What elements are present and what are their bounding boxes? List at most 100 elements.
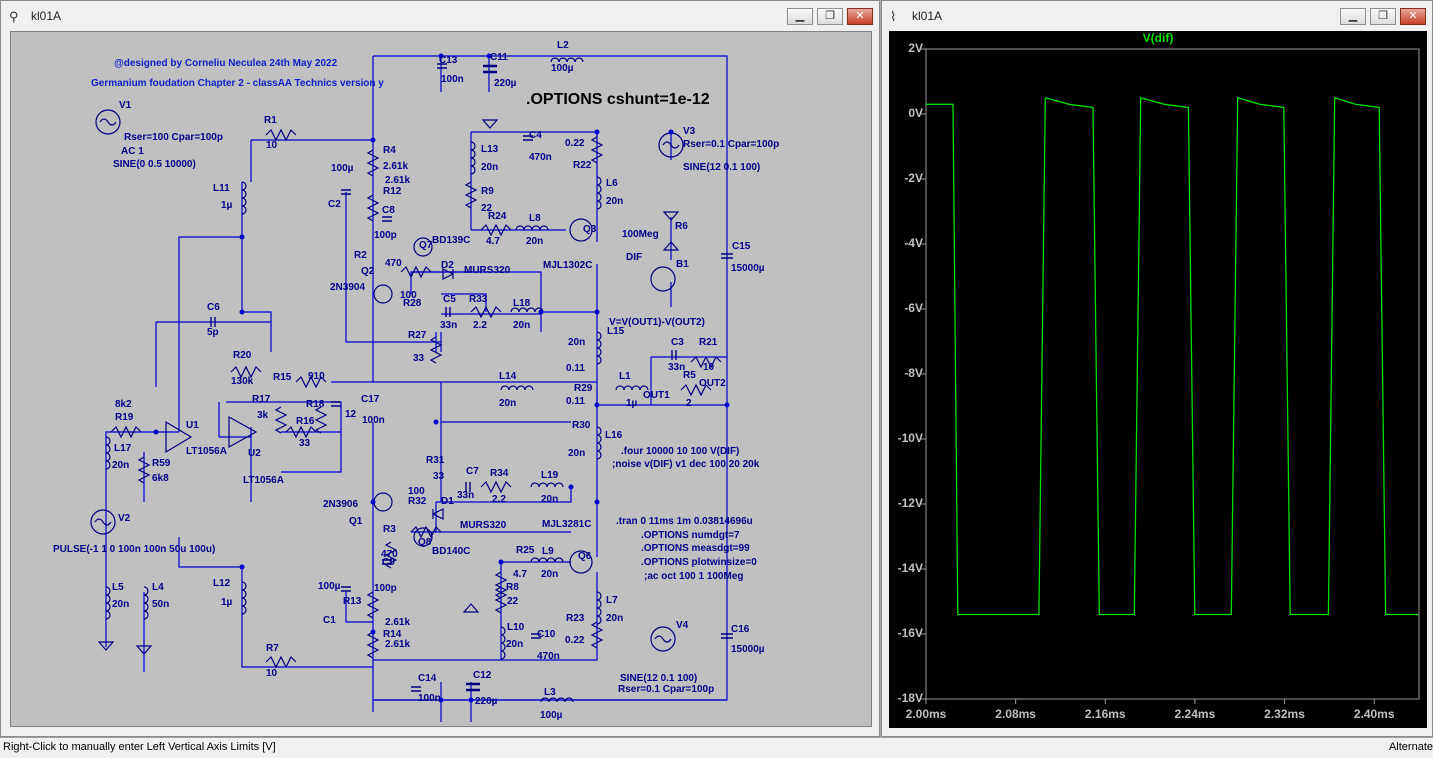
y-tick-label[interactable]: -6V — [904, 301, 923, 315]
trace-vdif[interactable] — [926, 96, 1419, 616]
numdgt-directive[interactable]: .OPTIONS numdgt=7 — [641, 530, 740, 541]
label-q6[interactable]: Q6 — [578, 551, 592, 562]
label-r20[interactable]: R20 — [233, 350, 252, 361]
label-l14[interactable]: L14 — [499, 371, 517, 382]
label-l2[interactable]: L2 — [557, 40, 569, 51]
label-l3[interactable]: L3 — [544, 687, 556, 698]
label-c11[interactable]: C11 — [490, 52, 508, 63]
y-tick-label[interactable]: -16V — [897, 626, 923, 640]
measdgt-directive[interactable]: .OPTIONS measdgt=99 — [641, 543, 750, 554]
label-c8[interactable]: C8 — [382, 205, 395, 216]
x-tick-label[interactable]: 2.24ms — [1174, 707, 1216, 721]
label-r9[interactable]: R9 — [481, 186, 494, 197]
label-c13[interactable]: C13 — [439, 55, 458, 66]
label-c3[interactable]: C3 — [671, 337, 684, 348]
x-tick-label[interactable]: 2.08ms — [995, 707, 1036, 721]
label-l7[interactable]: L7 — [606, 595, 618, 606]
x-tick-label[interactable]: 2.32ms — [1264, 707, 1305, 721]
label-v3[interactable]: V3 — [683, 126, 696, 137]
label-v2[interactable]: V2 — [118, 513, 131, 524]
y-tick-label[interactable]: -14V — [897, 561, 923, 575]
close-button[interactable]: ✕ — [1400, 8, 1426, 25]
label-r31[interactable]: R31 — [426, 455, 445, 466]
label-r27[interactable]: R27 — [408, 330, 427, 341]
noise-comment[interactable]: ;noise v(DIF) v1 dec 100 20 20k — [612, 459, 760, 470]
label-r16[interactable]: R16 — [296, 416, 315, 427]
label-r19[interactable]: R19 — [115, 412, 134, 423]
four-directive[interactable]: .four 10000 10 100 V(DIF) — [621, 446, 740, 457]
label-c6[interactable]: C6 — [207, 302, 220, 313]
label-r15[interactable]: R15 — [273, 372, 292, 383]
x-tick-label[interactable]: 2.40ms — [1353, 707, 1395, 721]
label-l9[interactable]: L9 — [542, 546, 554, 557]
trace-label[interactable]: V(dif) — [1142, 31, 1174, 45]
label-l4[interactable]: L4 — [152, 582, 164, 593]
x-tick-label[interactable]: 2.00ms — [905, 707, 947, 721]
label-u1[interactable]: U1 — [186, 420, 199, 431]
label-q7[interactable]: Q7 — [419, 240, 433, 251]
tran-directive[interactable]: .tran 0 11ms 1m 0.03814696u — [616, 516, 753, 527]
label-r30[interactable]: R30 — [572, 420, 591, 431]
schematic-window[interactable]: ⚲ kl01A ▁ ❐ ✕ — [0, 0, 880, 737]
label-r17[interactable]: R17 — [252, 394, 271, 405]
label-l8[interactable]: L8 — [529, 213, 541, 224]
label-l10[interactable]: L10 — [507, 622, 525, 633]
label-r14[interactable]: R14 — [383, 629, 402, 640]
label-r24[interactable]: R24 — [488, 211, 507, 222]
minimize-button[interactable]: ▁ — [1340, 8, 1366, 25]
label-l6[interactable]: L6 — [606, 178, 618, 189]
plotwinsize-directive[interactable]: .OPTIONS plotwinsize=0 — [641, 557, 757, 568]
label-c2[interactable]: C2 — [328, 199, 341, 210]
y-tick-label[interactable]: 2V — [908, 41, 923, 55]
options-directive[interactable]: .OPTIONS cshunt=1e-12 — [526, 91, 710, 108]
minimize-button[interactable]: ▁ — [787, 8, 813, 25]
label-r21[interactable]: R21 — [699, 337, 718, 348]
label-l15[interactable]: L15 — [607, 326, 625, 337]
restore-button[interactable]: ❐ — [1370, 8, 1396, 25]
y-tick-label[interactable]: -10V — [897, 431, 923, 445]
label-v1[interactable]: V1 — [119, 100, 132, 111]
label-l11[interactable]: L11 — [213, 183, 230, 194]
label-c12[interactable]: C12 — [473, 670, 492, 681]
label-d1[interactable]: D1 — [441, 496, 454, 507]
label-c9[interactable]: C9 — [382, 557, 395, 568]
label-d2[interactable]: D2 — [441, 260, 454, 271]
label-c10[interactable]: C10 — [537, 629, 556, 640]
label-r3[interactable]: R3 — [383, 524, 396, 535]
label-r5[interactable]: R5 — [683, 370, 696, 381]
y-tick-label[interactable]: -8V — [904, 366, 923, 380]
label-q8[interactable]: Q8 — [418, 537, 432, 548]
label-r29[interactable]: R29 — [574, 383, 593, 394]
label-q3[interactable]: Q3 — [583, 224, 597, 235]
label-c17[interactable]: C17 — [361, 394, 380, 405]
label-c4[interactable]: C4 — [529, 130, 542, 141]
x-tick-label[interactable]: 2.16ms — [1084, 707, 1126, 721]
label-u2[interactable]: U2 — [248, 448, 261, 459]
label-v4[interactable]: V4 — [676, 620, 689, 631]
label-r28[interactable]: R28 — [403, 298, 422, 309]
label-r25[interactable]: R25 — [516, 545, 535, 556]
y-tick-label[interactable]: -4V — [904, 236, 923, 250]
y-tick-label[interactable]: -18V — [897, 691, 923, 705]
y-tick-label[interactable]: -2V — [904, 171, 923, 185]
label-r8[interactable]: R8 — [506, 582, 519, 593]
label-l1[interactable]: L1 — [619, 371, 631, 382]
label-c16[interactable]: C16 — [731, 624, 750, 635]
close-button[interactable]: ✕ — [847, 8, 873, 25]
label-c5[interactable]: C5 — [443, 294, 456, 305]
label-l13[interactable]: L13 — [481, 144, 499, 155]
label-l16[interactable]: L16 — [605, 430, 623, 441]
label-r33[interactable]: R33 — [469, 294, 488, 305]
label-r6[interactable]: R6 — [675, 221, 688, 232]
schematic-titlebar[interactable]: ⚲ kl01A ▁ ❐ ✕ — [1, 1, 879, 31]
label-l12[interactable]: L12 — [213, 578, 231, 589]
label-l19[interactable]: L19 — [541, 470, 559, 481]
label-r7[interactable]: R7 — [266, 643, 279, 654]
label-l5[interactable]: L5 — [112, 582, 124, 593]
label-c15[interactable]: C15 — [732, 241, 751, 252]
label-b1[interactable]: B1 — [676, 259, 689, 270]
label-c7[interactable]: C7 — [466, 466, 479, 477]
schematic-canvas[interactable]: @designed by Corneliu Neculea 24th May 2… — [10, 31, 872, 727]
